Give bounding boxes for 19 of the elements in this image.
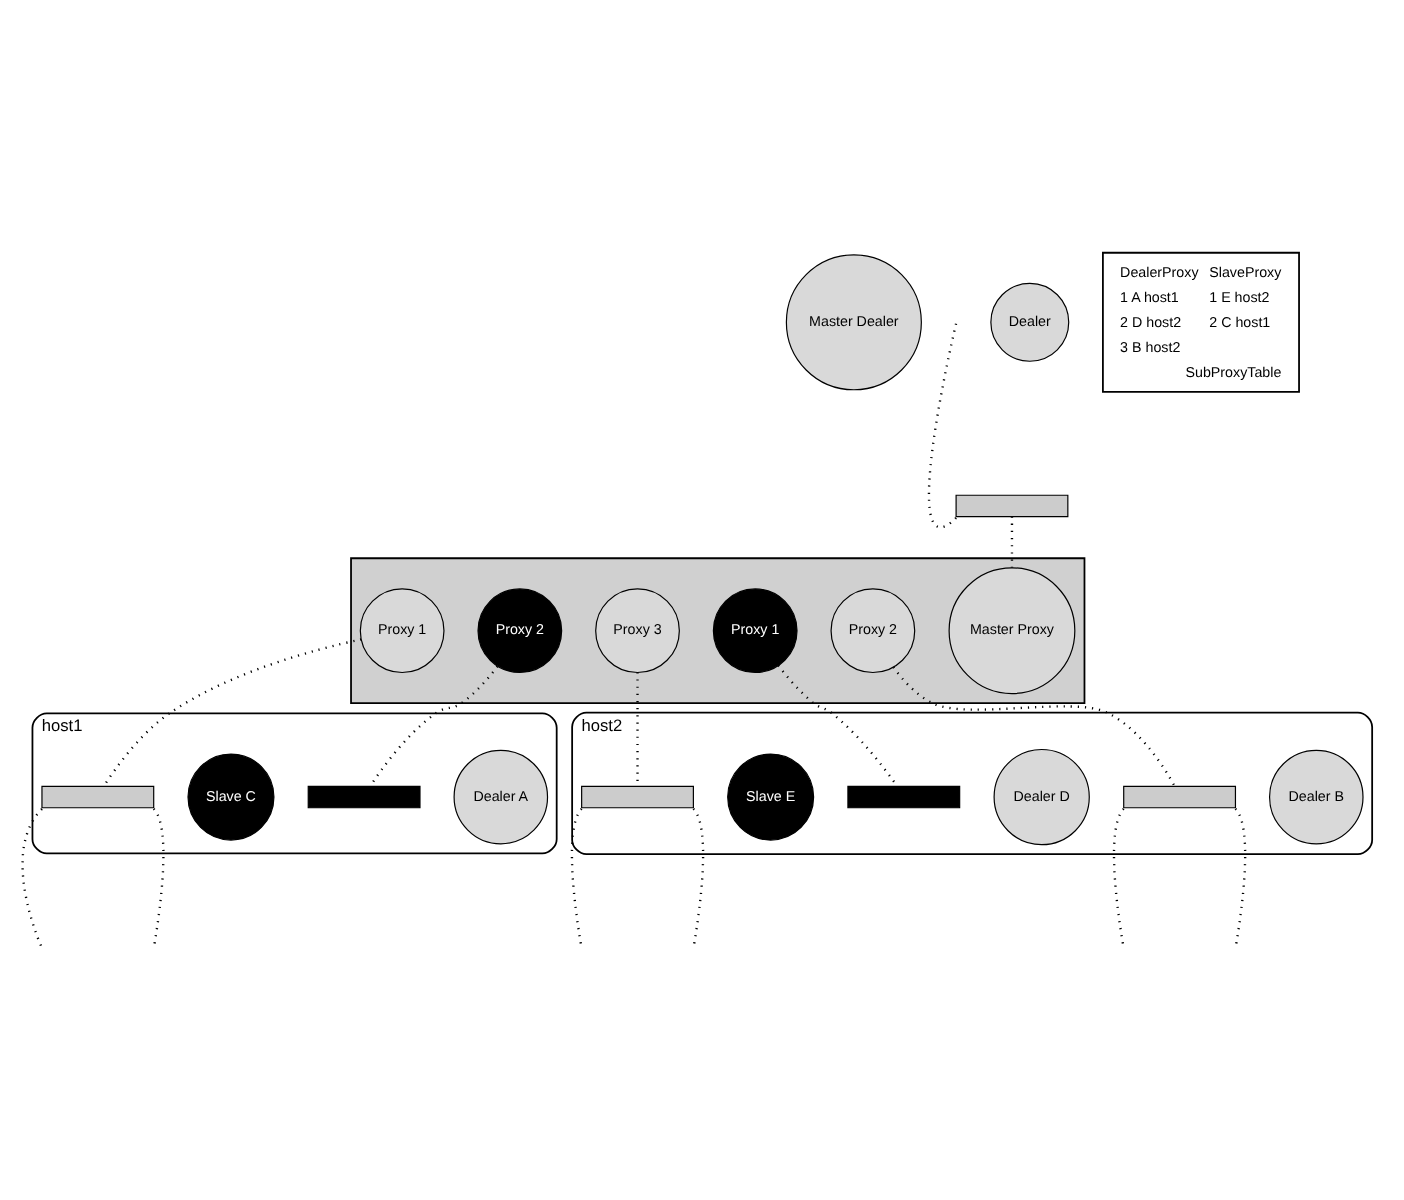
node-bar xyxy=(1123,784,1237,808)
connector xyxy=(892,665,1176,786)
connector xyxy=(369,664,499,786)
connector xyxy=(102,637,362,786)
connector xyxy=(570,807,583,948)
node-bar xyxy=(955,493,1069,517)
connector xyxy=(152,807,165,948)
node-bar xyxy=(847,784,961,808)
node-bar xyxy=(307,784,421,808)
node-bar xyxy=(41,784,155,808)
connector xyxy=(636,671,639,786)
connector xyxy=(692,807,705,948)
connector xyxy=(777,663,899,786)
cluster xyxy=(350,556,1086,704)
connector xyxy=(1010,515,1014,567)
node-bar xyxy=(581,784,694,808)
connector xyxy=(21,807,44,948)
connector xyxy=(1112,807,1125,948)
connector xyxy=(1234,807,1247,948)
